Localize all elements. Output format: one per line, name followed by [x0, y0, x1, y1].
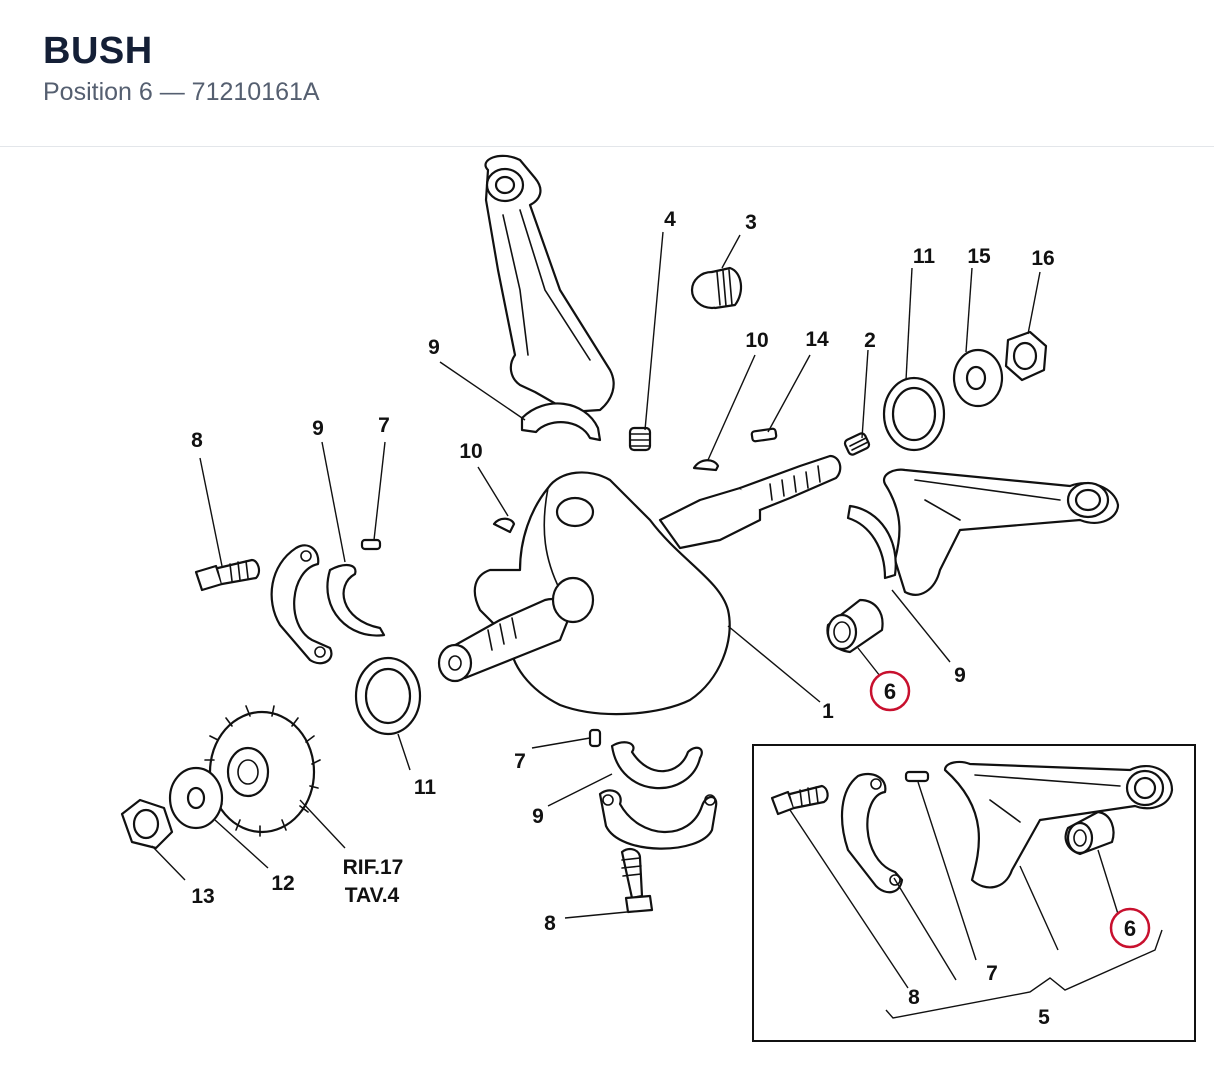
callout-5-inset: 5 [1038, 1006, 1050, 1029]
page-header: BUSH Position 6 — 71210161A [0, 0, 1214, 147]
bush-part-6 [826, 598, 884, 654]
callout-10-top: 10 [745, 329, 768, 352]
inset-bearing-cap [840, 772, 904, 894]
nut-part-16 [1004, 330, 1048, 382]
leader-lines [151, 231, 1119, 989]
callout-2: 2 [864, 329, 876, 352]
callout-12: 12 [271, 872, 294, 895]
callout-13: 13 [191, 885, 214, 908]
callout-3: 3 [745, 211, 757, 234]
callout-7-bottom: 7 [514, 750, 526, 773]
callout-8-inset: 8 [908, 986, 920, 1009]
callout-16: 16 [1031, 247, 1054, 270]
highlight-circle-main [869, 670, 911, 712]
seal-part-11-right [882, 376, 946, 452]
washer-part-12 [168, 766, 224, 830]
plug-part-3 [690, 266, 743, 310]
inset-dowel [904, 770, 930, 783]
reference-line-1: RIF.17 [343, 856, 404, 879]
crankshaft-part-1 [437, 454, 842, 716]
callout-4: 4 [664, 208, 676, 231]
callout-10-left: 10 [459, 440, 482, 463]
callout-15: 15 [967, 245, 991, 268]
callout-9-left: 9 [312, 417, 324, 440]
connecting-rod-right [846, 468, 1120, 596]
dowel-part-7-bottom [588, 728, 602, 748]
bolt-part-8-left [194, 558, 261, 592]
callout-9-right: 9 [954, 664, 966, 687]
part-subtitle: Position 6 — 71210161A [43, 78, 320, 106]
callout-9-bottom: 9 [532, 805, 544, 828]
callout-8-left: 8 [191, 429, 203, 452]
key-part-10 [492, 459, 720, 534]
connecting-rod-top [484, 154, 615, 442]
bearing-shell-left [326, 564, 386, 637]
seal-part-11-left [354, 656, 422, 736]
callout-6-main: 6 [884, 679, 896, 704]
plug-part-2 [843, 432, 871, 456]
dowel-part-14 [750, 427, 778, 443]
callout-9-top: 9 [428, 336, 440, 359]
bearing-cap-left [270, 544, 333, 665]
dowel-part-7-left [360, 538, 382, 551]
callout-1: 1 [822, 700, 834, 723]
inset-assembly-box [752, 744, 1196, 1042]
washer-part-15 [952, 348, 1004, 408]
callout-7-left: 7 [378, 414, 390, 437]
nut-part-13 [120, 798, 174, 850]
grub-screw-part-4 [628, 426, 652, 452]
callout-14: 14 [805, 328, 829, 351]
callout-7-inset: 7 [986, 962, 998, 985]
bearing-shell-bottom [610, 741, 703, 790]
callout-8-bottom: 8 [544, 912, 556, 935]
bearing-cap-bottom [598, 789, 718, 850]
gear-rif-17 [204, 705, 321, 837]
inset-bolt [770, 784, 829, 816]
bolt-part-8-bottom [620, 848, 654, 914]
callout-11-right: 11 [913, 245, 936, 268]
inset-connecting-rod [943, 760, 1174, 889]
callout-11-left: 11 [414, 776, 437, 799]
inset-bush [1064, 810, 1115, 856]
part-title: BUSH [43, 30, 153, 72]
callout-6-inset: 6 [1124, 916, 1136, 941]
exploded-diagram: 1 2 3 4 6 6 7 7 7 8 8 8 9 9 9 9 10 10 11… [0, 147, 1214, 1069]
highlight-circle-inset [1109, 907, 1151, 949]
reference-line-2: TAV.4 [345, 884, 400, 907]
